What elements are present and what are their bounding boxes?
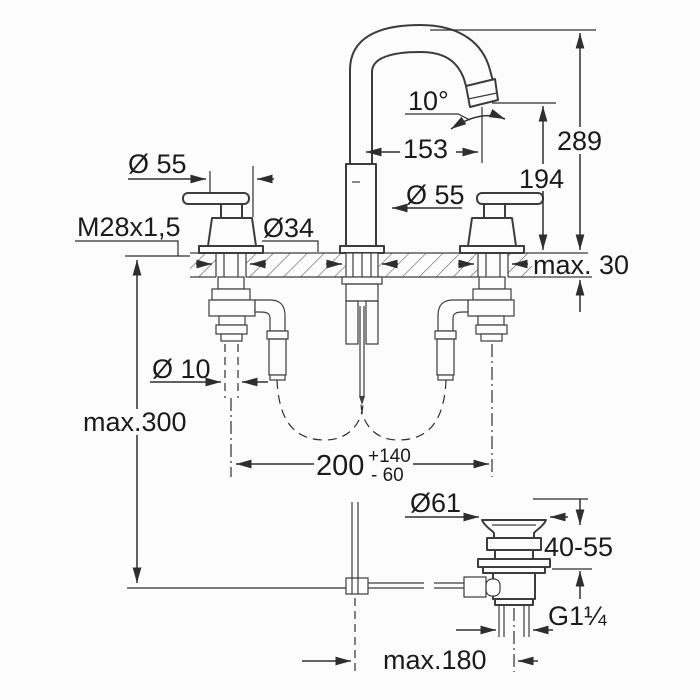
aerator-outlet <box>465 78 499 108</box>
waste-flange <box>481 519 547 539</box>
left-handle-shank <box>215 253 247 277</box>
left-handle <box>182 192 264 277</box>
dim-waste-thread: G1¼ <box>548 601 607 631</box>
dim-rod-reach: max.180 <box>383 645 487 675</box>
dim-thread-spec: M28x1,5 <box>77 212 181 242</box>
right-valve-below-deck <box>434 276 515 477</box>
dimensions-waste: Ø61 40-55 G1¼ max.180 <box>302 488 613 675</box>
countertop-cross-section <box>190 252 592 278</box>
dim-hole-spacing-tol-plus: +140 <box>368 446 411 467</box>
left-valve-below-deck <box>208 276 289 477</box>
dim-spout-angle: 10° <box>408 86 449 116</box>
lift-rod-linkage <box>127 502 464 673</box>
dim-hole-spacing-tol-minus: - 60 <box>371 465 404 486</box>
left-supply-hose <box>268 338 287 376</box>
dim-overall-height: 289 <box>557 126 602 156</box>
hose-swoop-left <box>276 379 364 441</box>
dim-waste-clamping-range: 40-55 <box>544 532 613 562</box>
dimensions: Ø 55 M28x1,5 Ø34 Ø 55 10° 153 194 289 ma… <box>75 29 629 583</box>
dim-hole-spacing: 200 <box>316 450 364 482</box>
spout-shank <box>345 252 379 278</box>
dim-waste-flange-diameter: Ø61 <box>410 488 461 518</box>
dim-handle-diameter-left: Ø 55 <box>128 149 187 179</box>
dim-rod-hole-diameter: Ø 10 <box>152 354 211 384</box>
dim-handle-diameter-right: Ø 55 <box>406 180 465 210</box>
right-supply-hose <box>436 338 455 376</box>
right-handle <box>459 192 544 277</box>
rod-pivot-clamp <box>345 577 369 595</box>
spout-hose-right <box>365 300 379 345</box>
right-handle-shank <box>477 253 509 277</box>
spout <box>339 24 499 254</box>
dim-deck-thickness: max. 30 <box>533 250 629 280</box>
dim-outlet-height: 194 <box>519 164 564 194</box>
rod-adjuster-knob <box>463 576 487 598</box>
hose-swoop-right <box>360 379 447 441</box>
spout-hose-left <box>345 300 359 345</box>
waste-washer <box>477 558 551 568</box>
dim-spout-reach: 153 <box>403 134 448 164</box>
dim-hole-diameter: Ø34 <box>263 213 314 243</box>
spout-below-deck <box>276 276 447 441</box>
pop-up-waste <box>463 519 551 672</box>
dim-hose-length: max.300 <box>83 407 187 437</box>
